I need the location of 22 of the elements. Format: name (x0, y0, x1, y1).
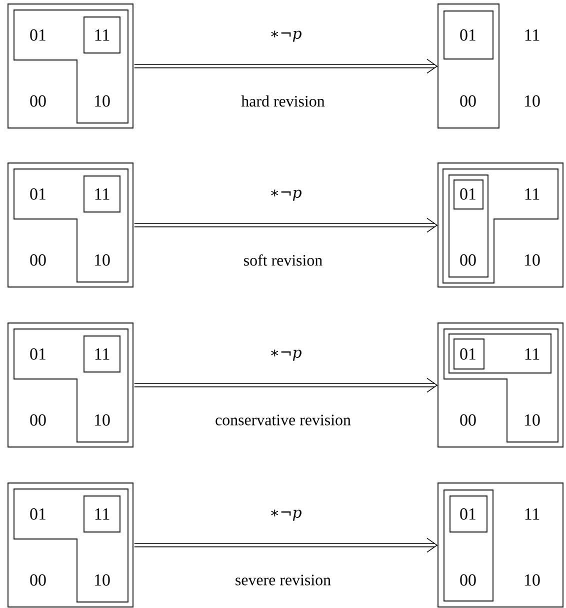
state-diagram: 01 11 00 10 (8, 322, 134, 448)
state-diagram: 01 11 00 10 (438, 482, 564, 608)
edge-label: ∗¬p (271, 510, 302, 521)
double-arrow (134, 378, 438, 393)
state-diagram: 01 11 00 10 (8, 482, 134, 608)
edge-label: ∗¬p (271, 350, 302, 361)
double-arrow (134, 218, 438, 233)
revision-label: conservative revision (216, 414, 351, 426)
revision-label: hard revision (241, 95, 325, 107)
revision-label: soft revision (244, 254, 322, 266)
state-diagram: 01 11 00 10 (8, 162, 134, 288)
double-arrow (134, 58, 438, 74)
node-label: 10 (525, 95, 540, 107)
revision-label: severe revision (236, 574, 331, 586)
edge-label: ∗¬p (271, 190, 302, 201)
state-diagram: 01 11 00 10 (438, 4, 540, 128)
edge-label: ∗¬p (271, 30, 302, 42)
state-diagram: 01 11 00 10 (438, 162, 564, 288)
state-diagram: 01 11 00 10 (8, 4, 134, 128)
state-diagram: 01 11 00 10 (438, 322, 564, 448)
node-label: 11 (525, 29, 540, 41)
double-arrow (134, 538, 438, 553)
